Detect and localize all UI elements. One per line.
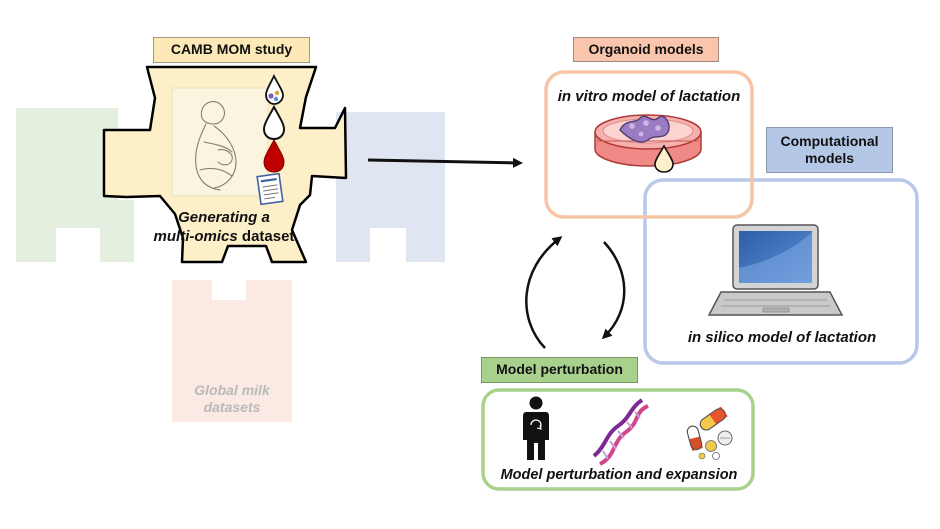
organoid-models-title: Organoid models	[588, 40, 704, 57]
ghost-piece-pink	[172, 280, 292, 422]
ghost-piece-blue	[336, 112, 445, 262]
camb-mom-study-label: CAMB MOM study	[153, 37, 310, 63]
organoid-caption: in vitro model of lactation	[548, 86, 750, 108]
petri-dish-icon	[594, 114, 702, 173]
perturbation-caption-text: Model perturbation and expansion	[500, 466, 738, 483]
computational-caption: in silico model of lactation	[650, 327, 914, 349]
global-milk-line2: datasets	[203, 399, 261, 415]
arrow-camb-to-models	[367, 157, 523, 168]
mother-baby-illustration-icon	[171, 87, 269, 197]
arrow-perturbation-to-organoid	[525, 236, 563, 349]
pills-icon	[686, 406, 733, 460]
computational-caption-text: in silico model of lactation	[687, 328, 877, 346]
arrow-organoid-to-perturbation	[601, 241, 626, 340]
organoid-models-label: Organoid models	[573, 37, 719, 62]
blood-droplet-icon	[263, 138, 285, 173]
laptop-icon	[707, 224, 844, 316]
computational-models-label: Computational models	[766, 127, 893, 173]
camb-caption: Generating a multi-omics dataset	[138, 206, 310, 250]
camb-caption-line2: multi-omics dataset	[154, 228, 295, 247]
dna-helix-icon	[592, 398, 649, 466]
camb-mom-study-title: CAMB MOM study	[170, 41, 293, 58]
questionnaire-document-icon	[256, 172, 284, 206]
computational-title-line2: models	[804, 150, 854, 166]
global-milk-line1: Global milk	[194, 381, 270, 398]
global-milk-datasets-label: Global milk datasets	[172, 378, 292, 420]
computational-title-line1: Computational	[780, 132, 879, 149]
model-perturbation-title: Model perturbation	[496, 361, 623, 378]
milk-cell-droplet-icon	[265, 73, 284, 105]
model-perturbation-label: Model perturbation	[481, 357, 638, 383]
organoid-caption-text: in vitro model of lactation	[557, 87, 741, 105]
person-silhouette-icon	[523, 396, 549, 460]
camb-caption-italic: multi-omics	[153, 228, 238, 245]
camb-caption-rest: dataset	[237, 228, 295, 245]
organoid-models-box	[544, 70, 754, 219]
camb-caption-line1: Generating a	[178, 209, 270, 227]
perturbation-caption: Model perturbation and expansion	[488, 464, 750, 486]
